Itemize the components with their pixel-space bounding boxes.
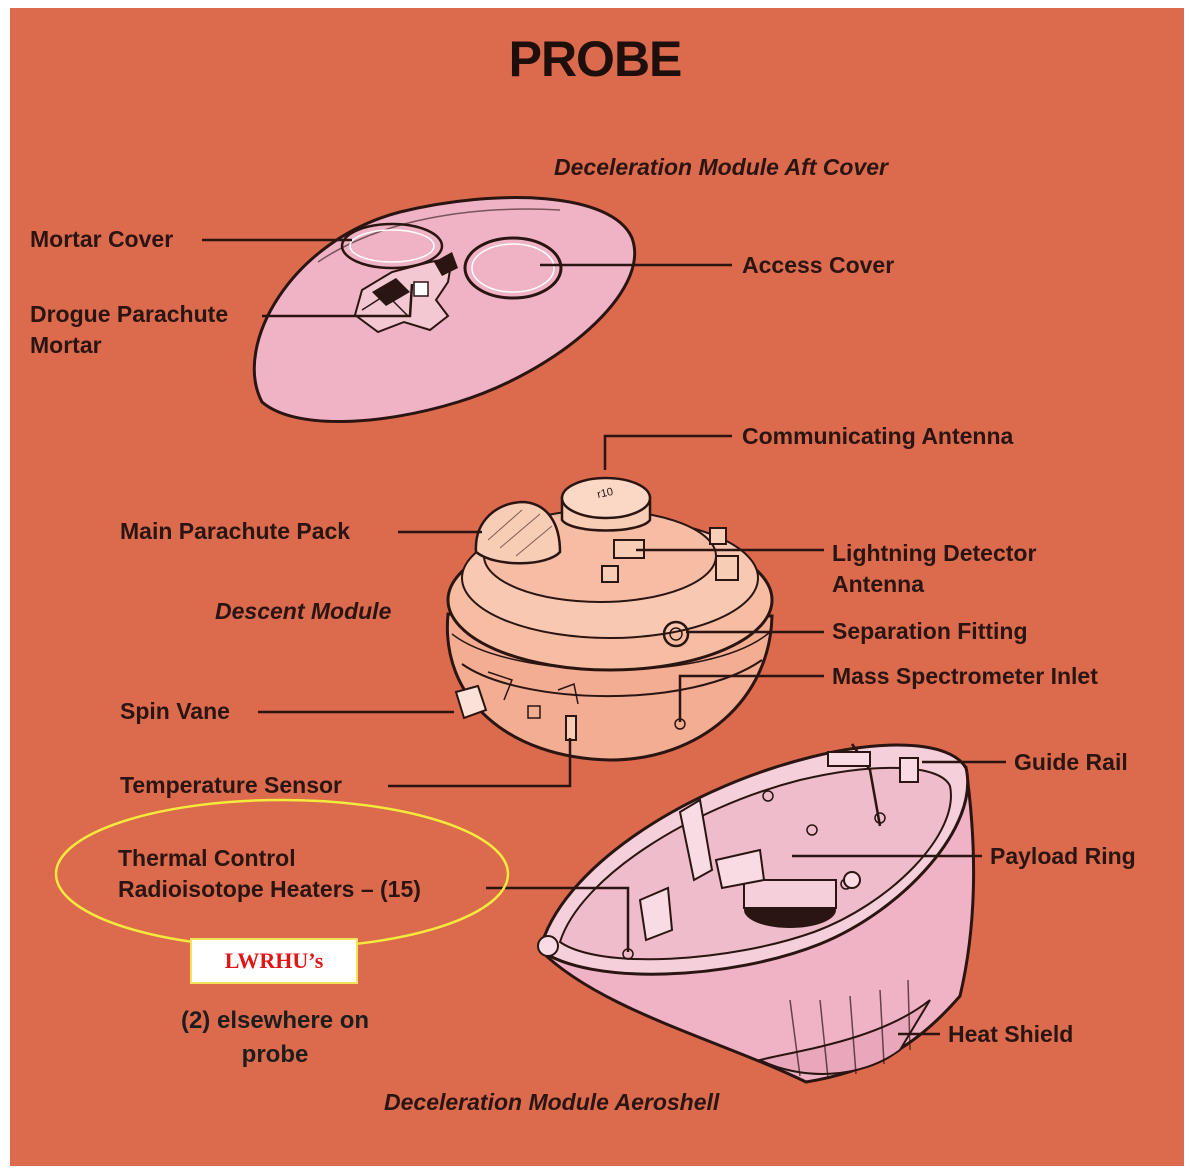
label-guide-rail: Guide Rail: [1014, 747, 1128, 778]
label-access-cover: Access Cover: [742, 250, 894, 281]
label-separation-fitting: Separation Fitting: [832, 616, 1028, 647]
lwrhu-badge: LWRHU’s: [190, 938, 358, 984]
aeroshell: [538, 744, 974, 1082]
page-title: PROBE: [0, 30, 1190, 88]
label-heat-shield: Heat Shield: [948, 1019, 1073, 1050]
lwrhu-note-line1: (2) elsewhere on: [140, 1004, 410, 1038]
label-thermal-control: Thermal Control: [118, 843, 296, 874]
label-radioisotope-heaters: Radioisotope Heaters – (15): [118, 874, 421, 905]
section-aeroshell: Deceleration Module Aeroshell: [384, 1087, 719, 1118]
descent-module: r10: [447, 478, 772, 760]
label-mortar-cover: Mortar Cover: [30, 224, 173, 255]
label-communicating-antenna: Communicating Antenna: [742, 421, 1013, 452]
label-drogue-parachute: Drogue Parachute: [30, 299, 228, 330]
label-temperature-sensor: Temperature Sensor: [120, 770, 342, 801]
section-aft-cover: Deceleration Module Aft Cover: [554, 152, 888, 183]
label-lightning-antenna: Antenna: [832, 569, 924, 600]
label-payload-ring: Payload Ring: [990, 841, 1136, 872]
lwrhu-note: (2) elsewhere on probe: [140, 1004, 410, 1072]
lwrhu-note-line2: probe: [140, 1038, 410, 1072]
main-parachute-pack: [476, 502, 560, 563]
label-spin-vane: Spin Vane: [120, 696, 230, 727]
label-mass-spectrometer-inlet: Mass Spectrometer Inlet: [832, 661, 1098, 692]
label-drogue-mortar: Mortar: [30, 330, 102, 361]
label-lightning-detector: Lightning Detector: [832, 538, 1036, 569]
section-descent-module: Descent Module: [215, 596, 391, 627]
label-main-parachute-pack: Main Parachute Pack: [120, 516, 350, 547]
communicating-antenna: r10: [562, 478, 650, 531]
aft-cover-shell: [254, 198, 634, 422]
